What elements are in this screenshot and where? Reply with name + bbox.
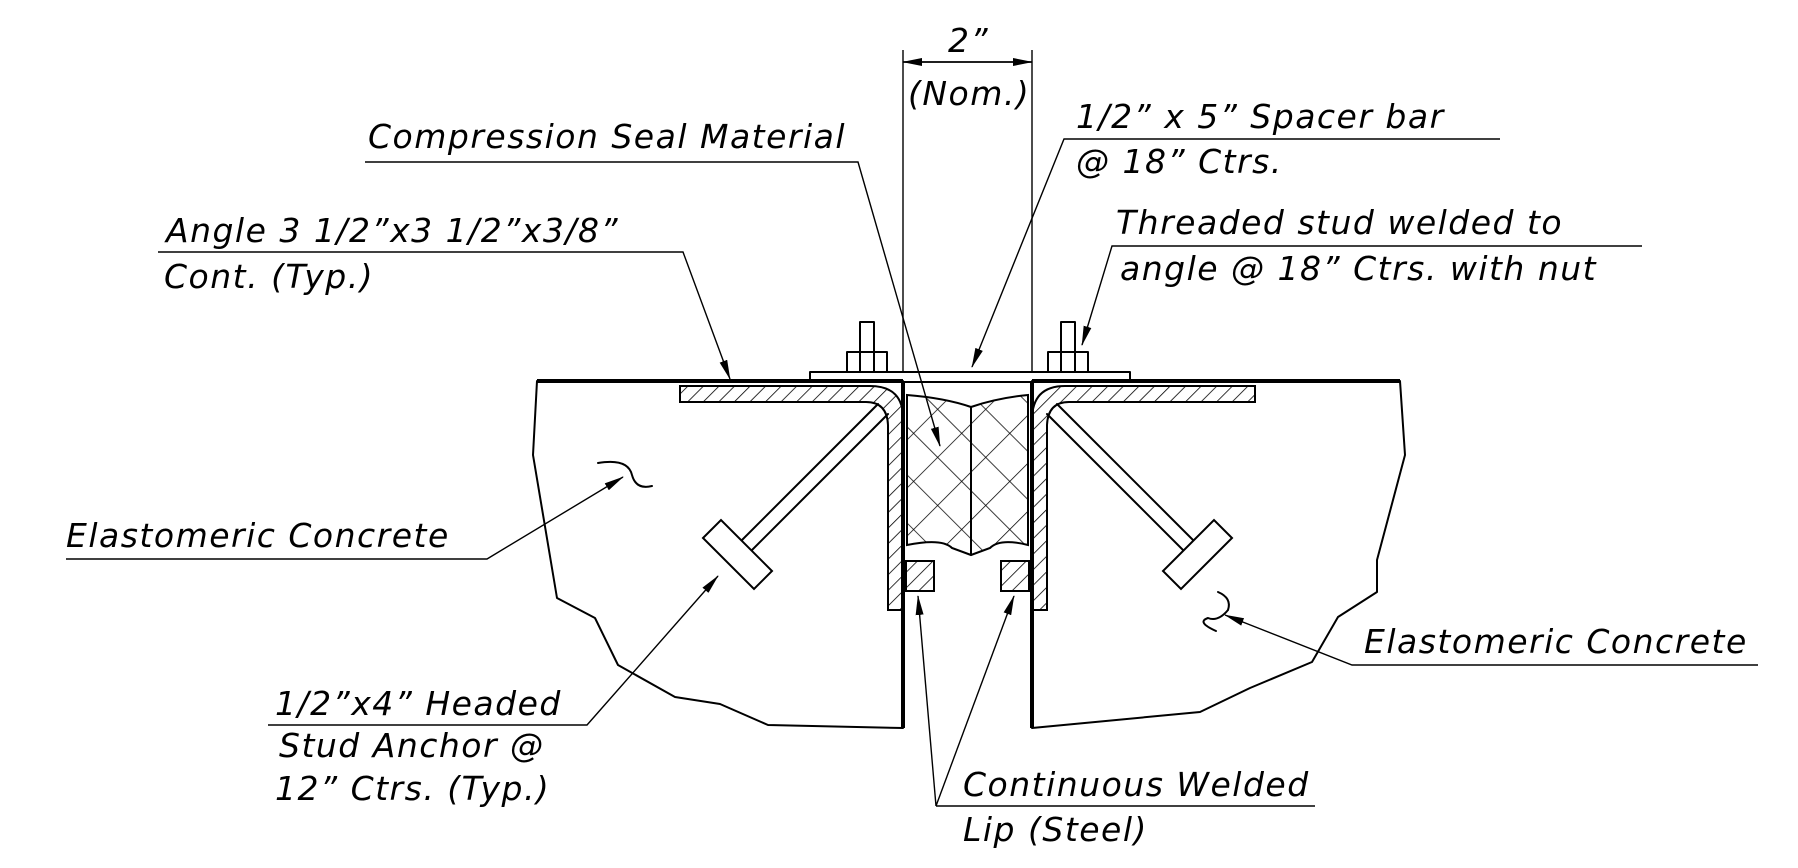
threaded-stud-label-line1: Threaded stud welded to — [1116, 203, 1563, 242]
elastomeric-right-label: Elastomeric Concrete — [1364, 622, 1748, 661]
right-headed-stud-anchor — [1046, 403, 1234, 591]
left-headed-stud-anchor — [701, 403, 889, 591]
dimension-note: (Nom.) — [908, 74, 1030, 113]
gap-dimension: 2” (Nom.) — [902, 21, 1033, 372]
callout-compression-seal: Compression Seal Material — [365, 117, 941, 447]
callout-headed-stud: 1/2”x4” Headed Stud Anchor @ 12” Ctrs. (… — [268, 575, 719, 808]
right-elastomeric-concrete-block — [1030, 379, 1406, 729]
callout-angle: Angle 3 1/2”x3 1/2”x3/8” Cont. (Typ.) — [158, 211, 731, 380]
dimension-value: 2” — [948, 21, 989, 60]
callout-threaded-stud: Threaded stud welded to angle @ 18” Ctrs… — [1081, 203, 1642, 346]
welded-lip-label-line1: Continuous Welded — [963, 765, 1310, 804]
left-elastomeric-concrete-block — [532, 379, 905, 729]
headed-stud-label-line2: Stud Anchor @ — [279, 726, 545, 765]
elastomeric-left-label: Elastomeric Concrete — [66, 516, 450, 555]
threaded-stud-label-line2: angle @ 18” Ctrs. with nut — [1120, 249, 1597, 288]
callout-elastomeric-right: Elastomeric Concrete — [1224, 614, 1758, 666]
left-welded-lip — [905, 560, 935, 592]
right-threaded-stud-with-nut — [1047, 321, 1089, 373]
headed-stud-label-line1: 1/2”x4” Headed — [275, 684, 562, 723]
spacer-bar — [809, 371, 1131, 383]
spacer-bar-label-line1: 1/2” x 5” Spacer bar — [1076, 97, 1446, 136]
angle-label-line1: Angle 3 1/2”x3 1/2”x3/8” — [164, 211, 619, 250]
callout-welded-lip: Continuous Welded Lip (Steel) — [915, 595, 1315, 849]
left-threaded-stud-with-nut — [846, 321, 888, 373]
right-steel-angle — [1031, 385, 1256, 611]
left-steel-angle — [679, 385, 905, 611]
right-concrete-symbol — [1202, 591, 1230, 632]
compression-seal — [906, 393, 1029, 557]
compression-seal-label: Compression Seal Material — [368, 117, 846, 156]
headed-stud-label-line3: 12” Ctrs. (Typ.) — [275, 769, 550, 808]
right-welded-lip — [1000, 560, 1030, 592]
callout-elastomeric-left: Elastomeric Concrete — [66, 476, 624, 560]
left-concrete-symbol — [597, 460, 653, 488]
callout-spacer-bar: 1/2” x 5” Spacer bar @ 18” Ctrs. — [971, 97, 1500, 368]
welded-lip-label-line2: Lip (Steel) — [963, 810, 1148, 849]
spacer-bar-label-line2: @ 18” Ctrs. — [1076, 142, 1283, 181]
angle-label-line2: Cont. (Typ.) — [164, 257, 374, 296]
